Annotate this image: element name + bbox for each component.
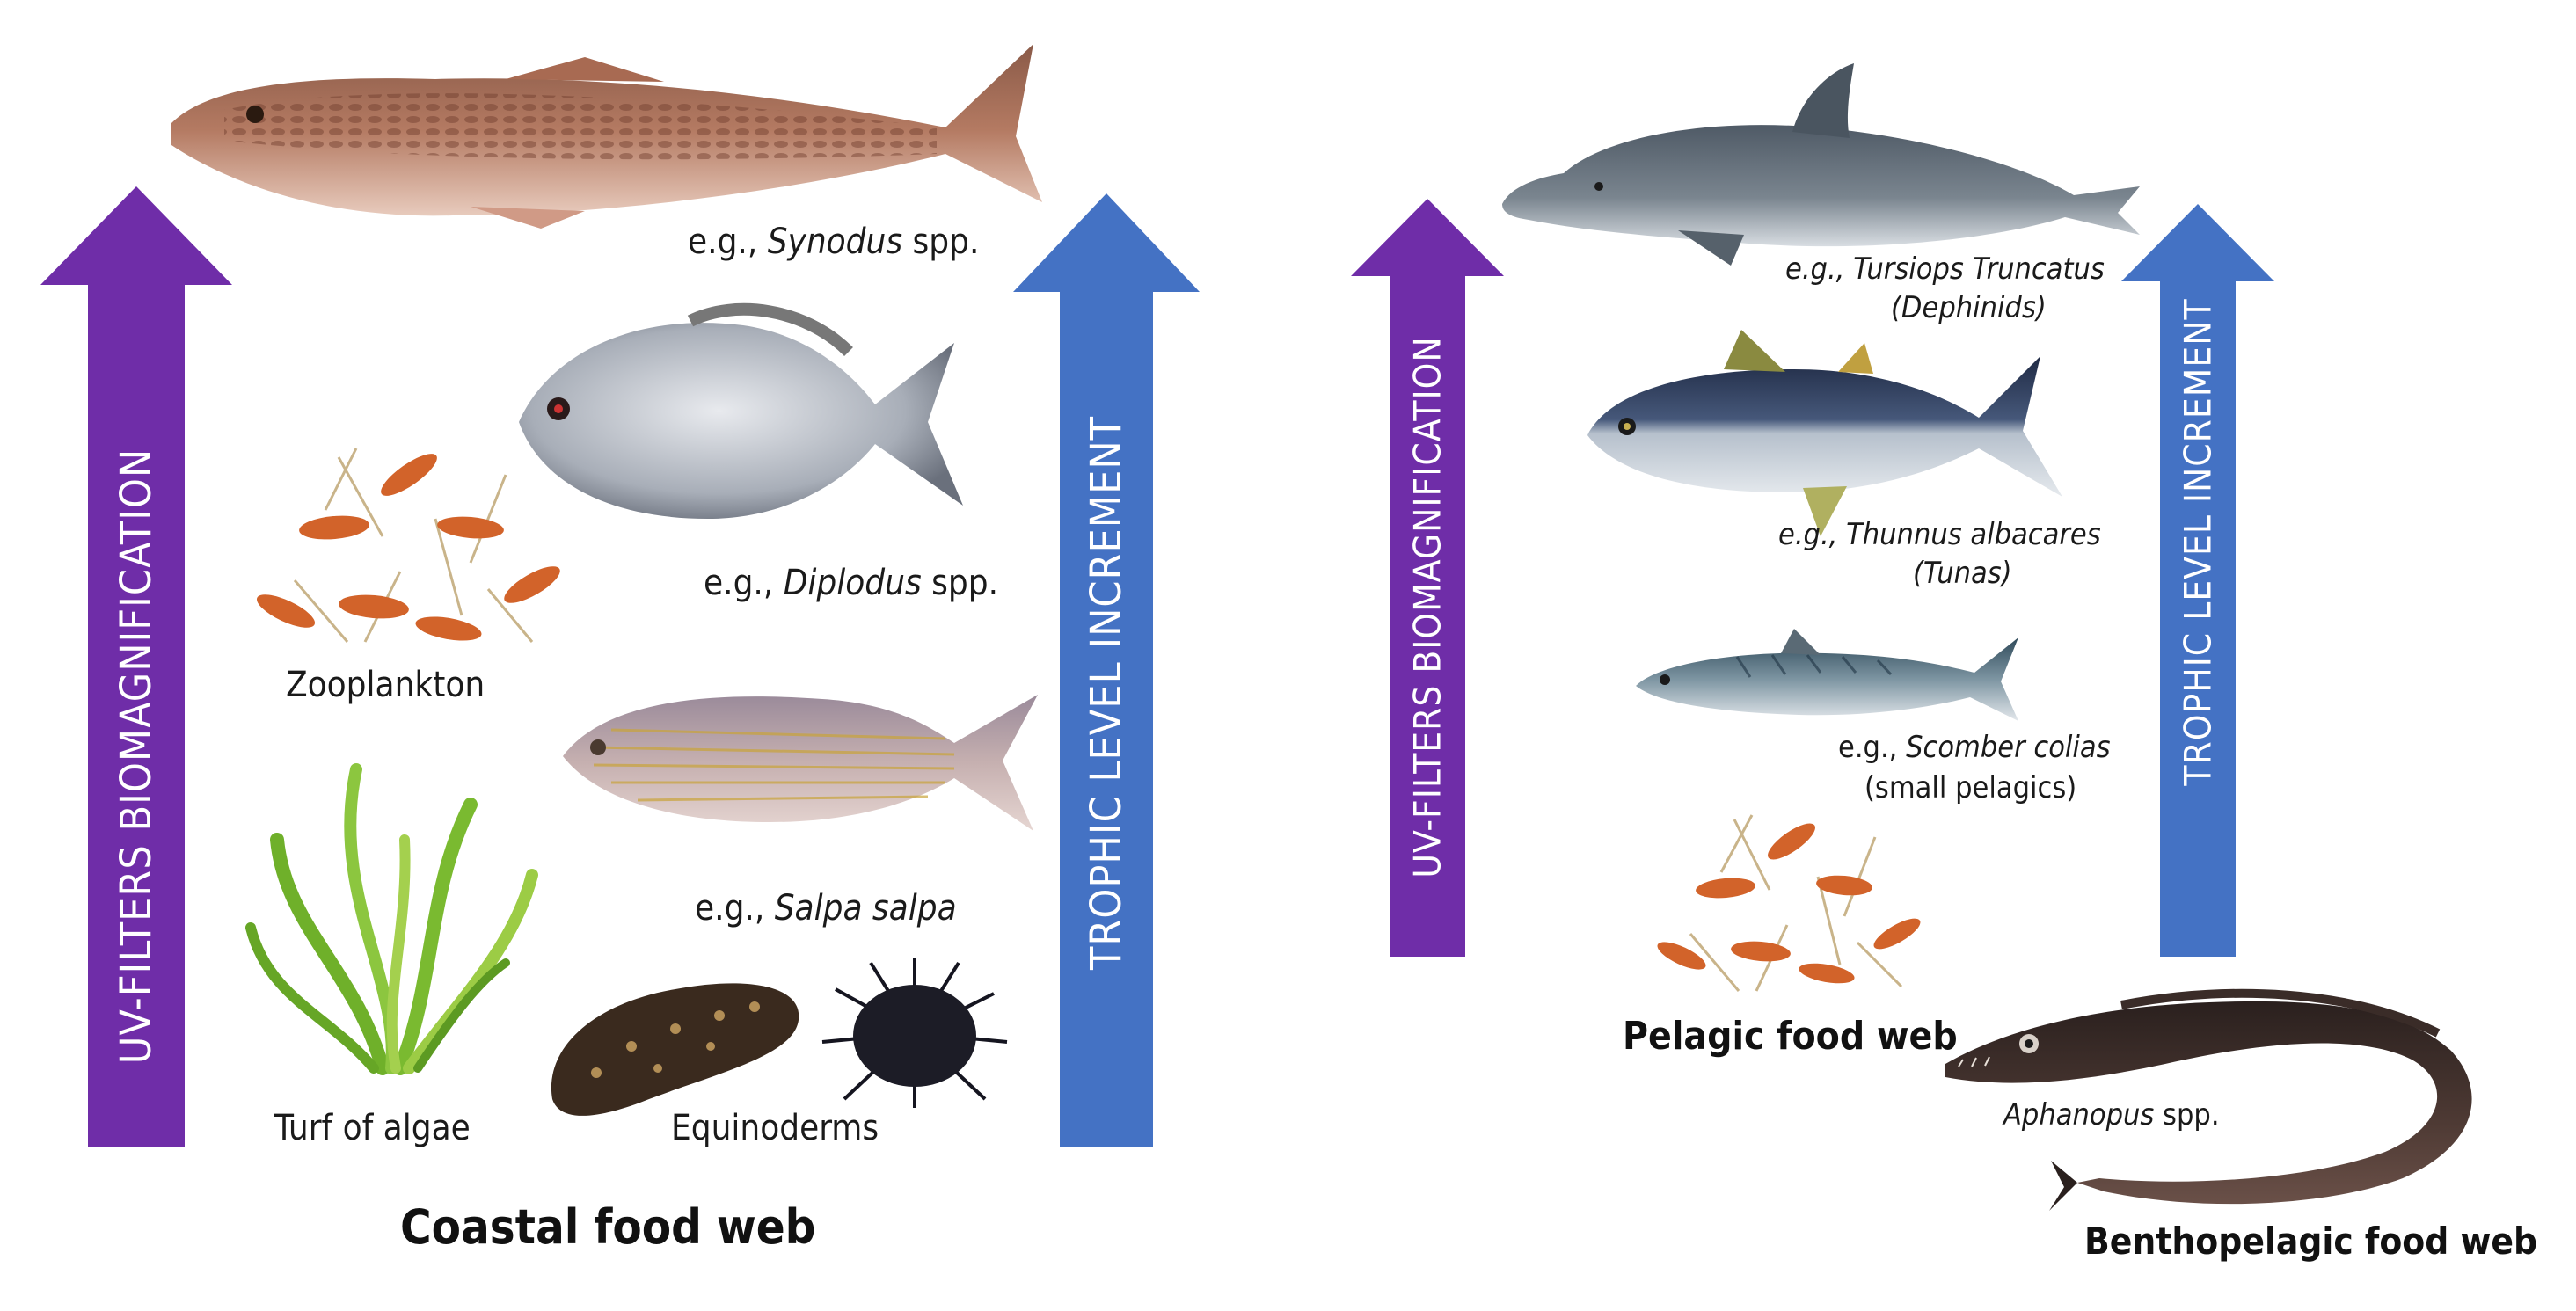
salpa-caption: e.g., Salpa salpa: [695, 888, 957, 929]
algae-illustration: [251, 752, 541, 1068]
pelagic-trophic-label: TROPHIC LEVEL INCREMENT: [2177, 202, 2220, 883]
diplodus-caption-suffix: spp.: [922, 563, 998, 603]
synodus-fish-illustration: [171, 40, 1051, 229]
zooplankton-caption: Zooplankton: [286, 665, 485, 705]
scomber-caption-species: Scomber colias: [1906, 730, 2111, 765]
arrow-head: [1351, 199, 1504, 276]
thunnus-caption-line1: e.g., Thunnus albacares: [1778, 517, 2101, 552]
aphanopus-caption-suffix: spp.: [2154, 1097, 2219, 1133]
synodus-caption: e.g., Synodus spp.: [688, 222, 979, 262]
scomber-caption-line2: (small pelagics): [1864, 770, 2076, 805]
mackerel-illustration: [1631, 629, 2023, 725]
salpa-caption-species: Salpa salpa: [775, 888, 957, 929]
coastal-trophic-label: TROPHIC LEVEL INCREMENT: [1082, 336, 1131, 1050]
diplodus-caption-prefix: e.g.,: [704, 563, 784, 603]
zooplankton-illustration: [242, 440, 576, 668]
diplodus-caption: e.g., Diplodus spp.: [704, 563, 998, 603]
tursiops-caption-line2: (Dephinids): [1891, 290, 2047, 325]
dolphin-illustration: [1502, 63, 2144, 266]
synodus-caption-prefix: e.g.,: [688, 222, 768, 262]
pelagic-trophic-arrow: TROPHIC LEVEL INCREMENT: [2121, 204, 2274, 957]
tursiops-caption-line1-text: e.g., Tursiops Truncatus: [1785, 251, 2105, 287]
coastal-biomagnification-arrow: UV-FILTERS BIOMAGNIFICATION: [40, 186, 232, 1147]
thunnus-caption-line1-text: e.g., Thunnus albacares: [1778, 517, 2101, 552]
sea-cucumber-illustration: [544, 967, 807, 1125]
tursiops-caption-line2-text: (Dephinids): [1891, 290, 2047, 325]
tursiops-caption-line1: e.g., Tursiops Truncatus: [1785, 251, 2105, 287]
synodus-caption-suffix: spp.: [902, 222, 979, 262]
diplodus-fish-illustration: [514, 299, 981, 532]
thunnus-caption-line2-text: (Tunas): [1913, 556, 2012, 591]
salpa-fish-illustration: [558, 677, 1042, 835]
pelagic-zooplankton-illustration: [1646, 811, 1937, 1004]
scomber-caption-prefix: e.g.,: [1838, 730, 1906, 765]
synodus-caption-species: Synodus: [768, 222, 902, 262]
salpa-caption-prefix: e.g.,: [695, 888, 775, 929]
thunnus-caption-line2: (Tunas): [1913, 556, 2012, 591]
algae-caption: Turf of algae: [274, 1108, 471, 1148]
aphanopus-caption: Aphanopus spp.: [2003, 1097, 2220, 1133]
pelagic-biomagnification-label: UV-FILTERS BIOMAGNIFICATION: [1406, 267, 1449, 948]
coastal-title: Coastal food web: [400, 1199, 815, 1255]
sea-urchin-illustration: [818, 958, 1011, 1108]
scomber-caption-line1: e.g., Scomber colias: [1838, 730, 2111, 765]
aphanopus-caption-species: Aphanopus: [2003, 1097, 2154, 1133]
coastal-trophic-arrow: TROPHIC LEVEL INCREMENT: [1013, 193, 1200, 1147]
pelagic-title: Pelagic food web: [1623, 1014, 1958, 1059]
diplodus-caption-species: Diplodus: [784, 563, 922, 603]
equinoderms-caption: Equinoderms: [671, 1108, 879, 1148]
pelagic-biomagnification-arrow: UV-FILTERS BIOMAGNIFICATION: [1351, 199, 1504, 957]
benthopelagic-title: Benthopelagic food web: [2084, 1220, 2537, 1263]
coastal-biomagnification-label: UV-FILTERS BIOMAGNIFICATION: [112, 397, 161, 1116]
tuna-illustration: [1583, 330, 2076, 536]
